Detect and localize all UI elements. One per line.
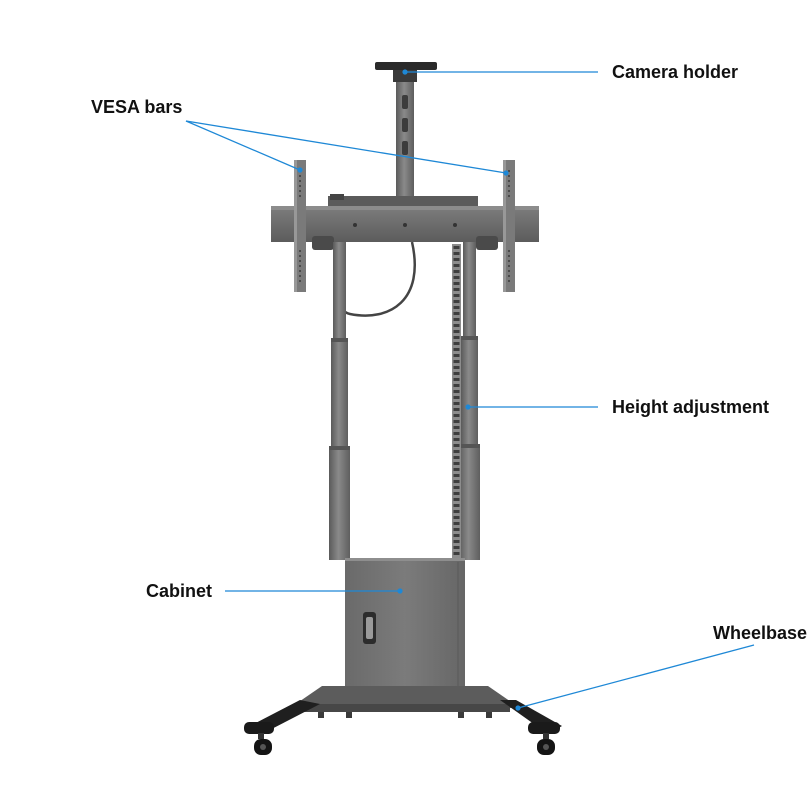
vesa-bars-label: VESA bars [91, 97, 183, 117]
cabinet-label: Cabinet [146, 581, 213, 601]
top-tray [328, 194, 478, 206]
wheelbase-label: Wheelbase [713, 623, 808, 643]
camera-holder [375, 62, 437, 198]
height-adjustment-label: Height adjustment [612, 397, 770, 417]
camera-holder-label: Camera holder [612, 62, 739, 82]
leader-wheelbase [517, 644, 755, 709]
leader-vesa-right [185, 120, 507, 174]
pole-right [459, 242, 480, 560]
vesa-bar-right [503, 160, 515, 292]
cable [337, 241, 416, 317]
leader-vesa-left [185, 120, 301, 171]
vesa-bar-left [294, 160, 306, 292]
leader-lines [185, 69, 755, 711]
base-frame [290, 686, 520, 718]
wheel-left [254, 733, 272, 755]
base-leg-left [244, 700, 320, 734]
cabinet-box [345, 558, 465, 698]
crossbar [271, 206, 539, 250]
pole-left [329, 242, 350, 560]
cable-chain [452, 244, 461, 562]
wheel-right [537, 733, 555, 755]
